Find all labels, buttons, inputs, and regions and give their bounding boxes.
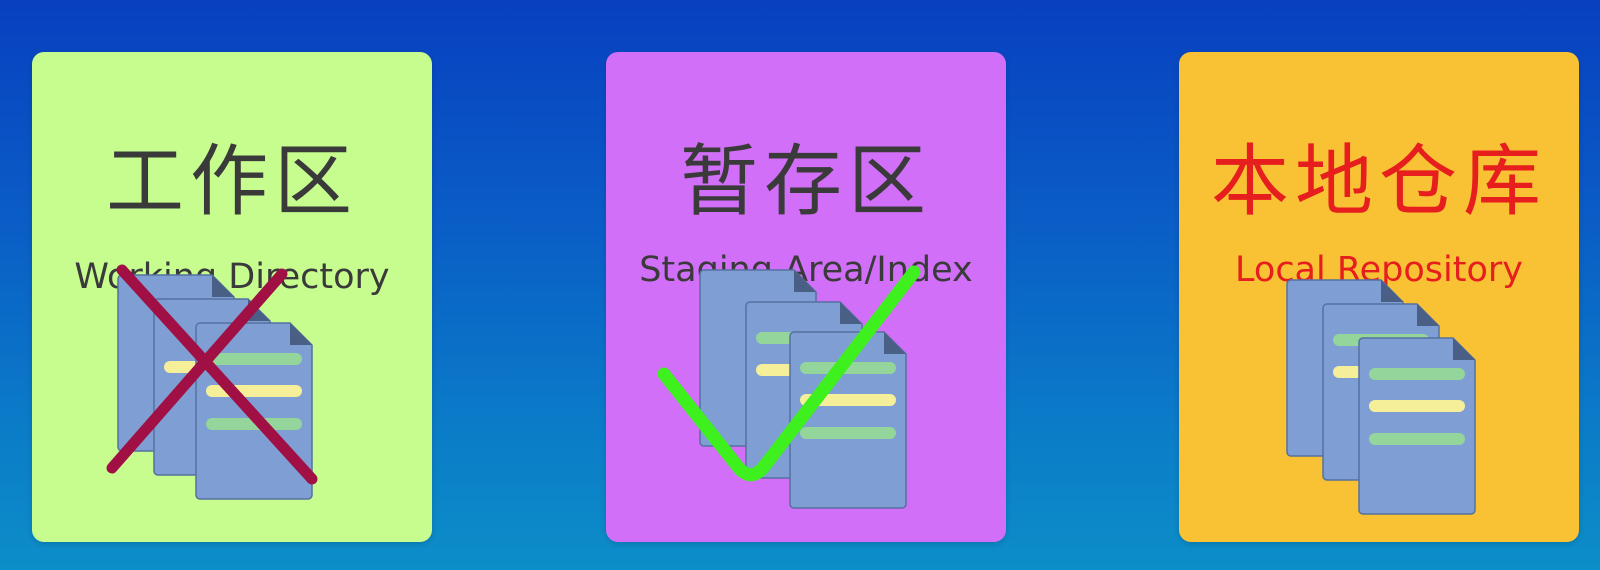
documents-icon [106,264,318,500]
check-mark [657,265,921,482]
documents-icon [1286,279,1476,515]
local-repository-card: 本地仓库 Local Repository [1179,52,1579,542]
working-directory-card: 工作区 Working Directory [32,52,432,542]
staging-area-card: 暂存区 Staging Area/Index [606,52,1006,542]
card-title: 暂存区 [679,137,932,227]
cross-mark [106,264,318,485]
card-title: 工作区 [105,137,358,227]
documents-icon [657,265,921,509]
card-title: 本地仓库 [1210,137,1547,227]
